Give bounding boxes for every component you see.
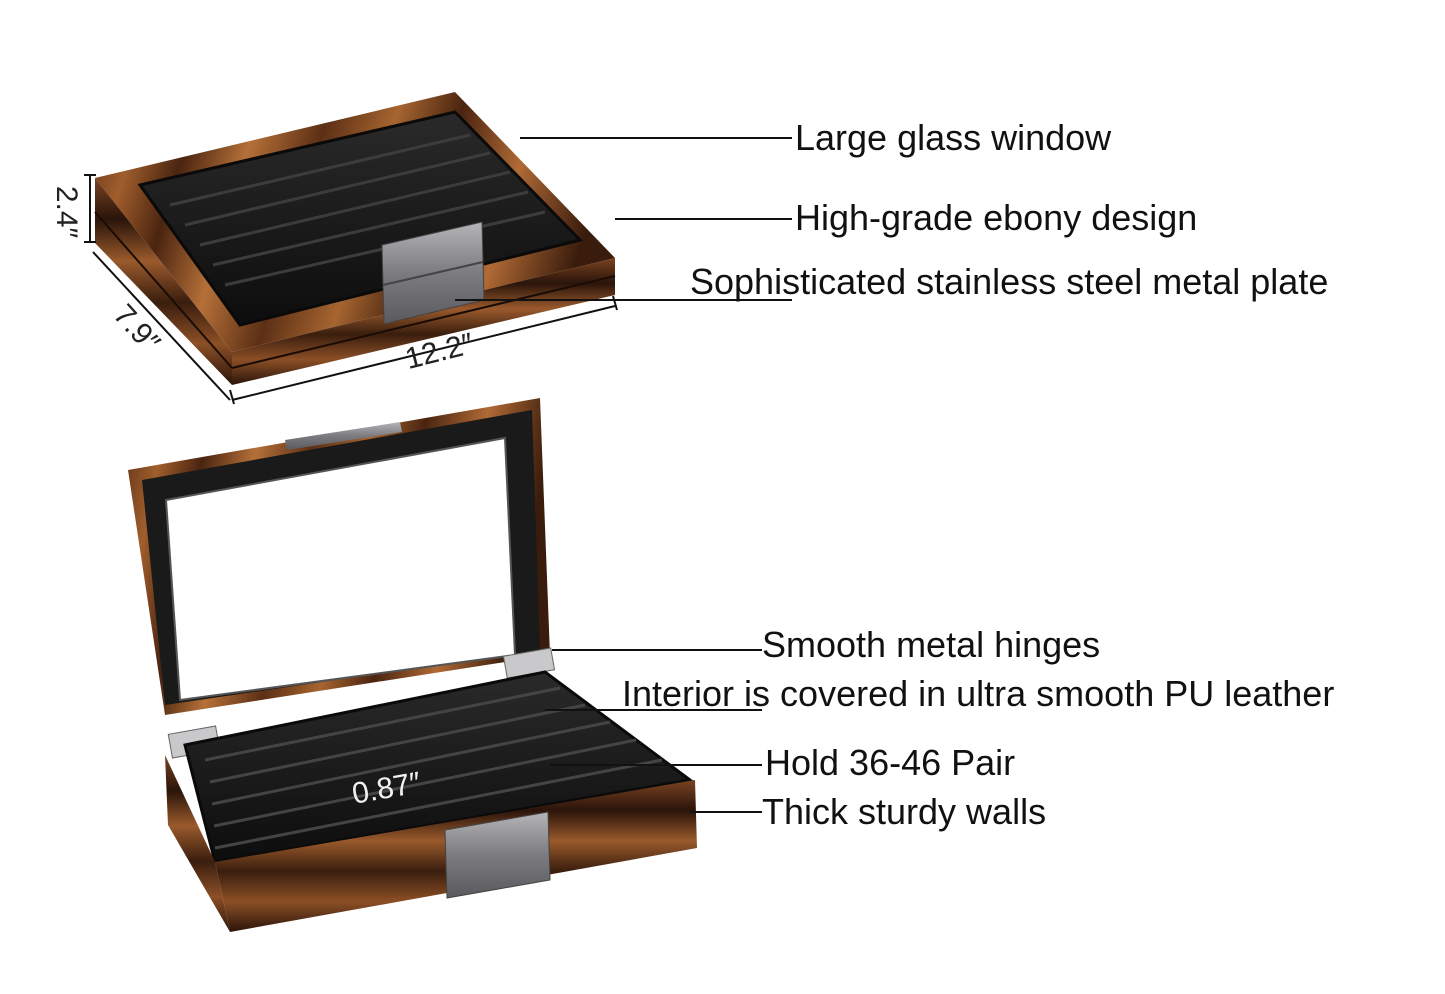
open-steel-plate [444, 811, 551, 899]
leader-lines [455, 137, 792, 813]
open-box [128, 398, 697, 932]
dimension-height: 2.4″ [50, 185, 84, 239]
dimension-lines [84, 174, 618, 405]
callout-capacity: Hold 36-46 Pair [765, 742, 1016, 783]
callout-sturdy-walls: Thick sturdy walls [762, 791, 1047, 832]
callout-ebony-design: High-grade ebony design [795, 197, 1198, 238]
tray-rolls [204, 686, 663, 850]
callout-pu-leather: Interior is covered in ultra smooth PU l… [622, 673, 1335, 714]
leather-tray [183, 670, 694, 864]
closed-box [94, 92, 616, 385]
callout-metal-hinges: Smooth metal hinges [762, 624, 1101, 665]
callout-steel-plate: Sophisticated stainless steel metal plat… [690, 261, 1329, 302]
callout-glass-window: Large glass window [795, 117, 1112, 158]
closed-box-side [95, 178, 232, 385]
glass-window [137, 110, 583, 327]
open-box-side [165, 755, 230, 932]
